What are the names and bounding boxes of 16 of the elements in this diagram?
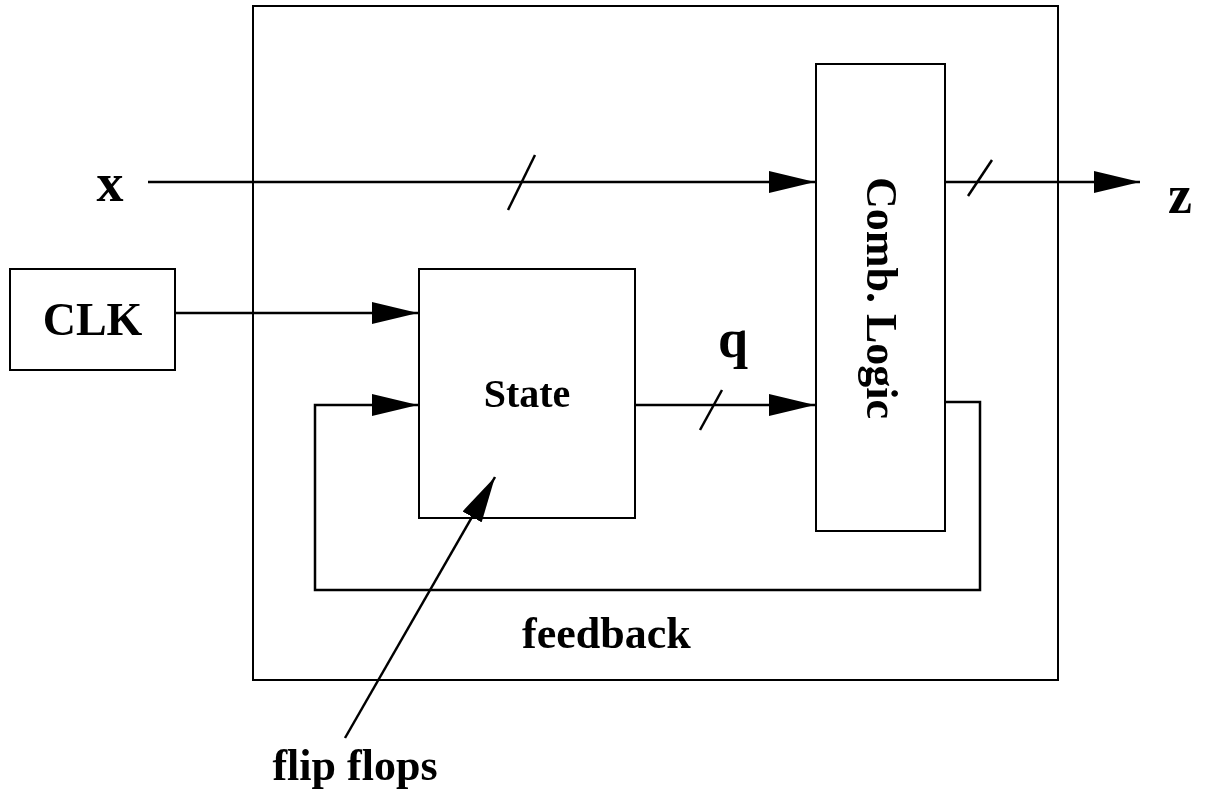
- leader-arrow: [343, 476, 497, 739]
- block-box: [815, 63, 946, 532]
- arrow: [946, 171, 1140, 193]
- block-label: CLK: [42, 296, 143, 343]
- block-box: [9, 268, 176, 371]
- block-label: State: [483, 373, 571, 414]
- arrow: [636, 394, 815, 416]
- arrow: [148, 171, 815, 193]
- signal-label: z: [1145, 165, 1215, 225]
- signal-label: x: [72, 155, 148, 211]
- block-label: Comb. Logic: [858, 176, 903, 419]
- block-box: [418, 268, 636, 519]
- arrow: [176, 302, 418, 324]
- arrow: [313, 394, 982, 592]
- system-boundary-box: [252, 5, 1059, 681]
- signal-label: flip flops: [225, 738, 485, 794]
